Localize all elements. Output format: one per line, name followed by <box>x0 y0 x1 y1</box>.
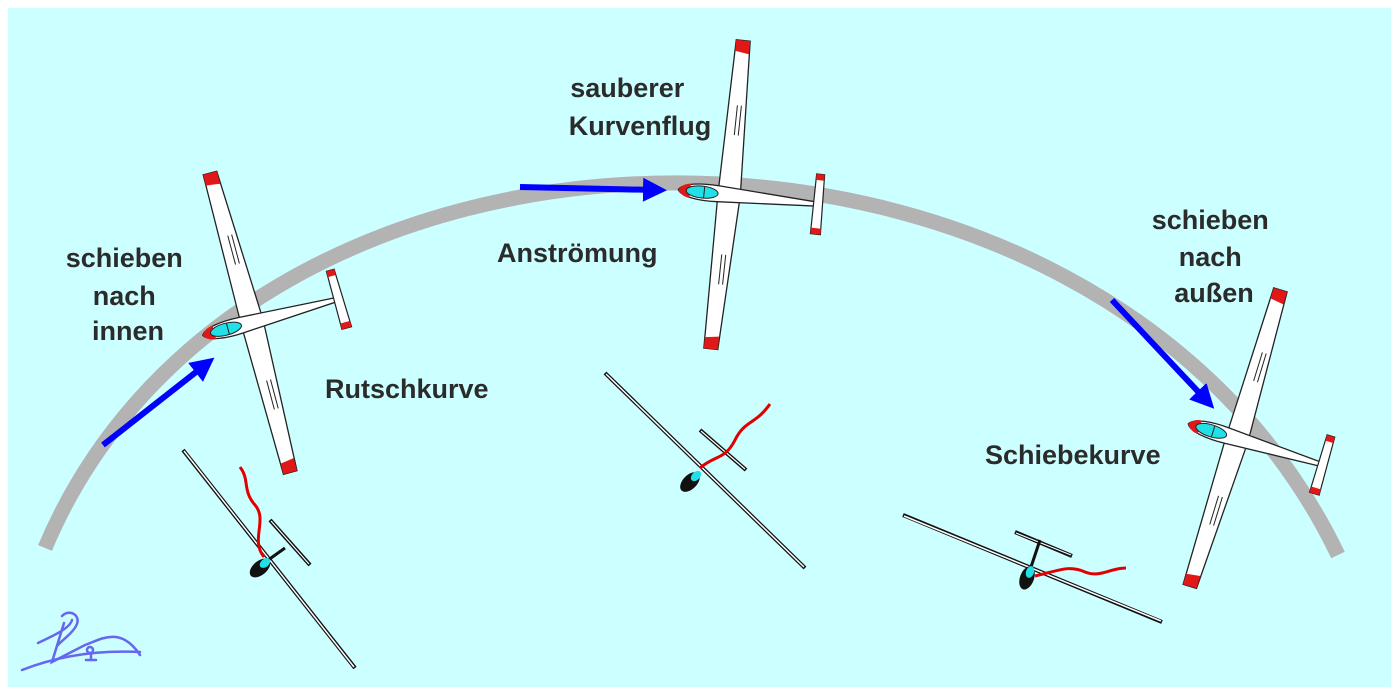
glider-banked-slip-icon <box>181 448 357 670</box>
label-skid-direction: schieben nach außen <box>1152 205 1277 308</box>
flight-path-arc <box>38 175 1345 559</box>
label-slip-direction: schieben nach innen <box>66 243 191 346</box>
signature-logo <box>20 611 142 672</box>
label-slipping-turn: Rutschkurve <box>325 374 489 404</box>
airflow-arrow-right-icon <box>1109 297 1215 409</box>
glider-banked-skid-icon <box>902 513 1163 624</box>
label-coordinated-turn: sauberer Kurvenflug <box>569 73 712 141</box>
airflow-arrow-center-icon <box>519 177 667 202</box>
airflow-arrow-left-icon <box>101 357 215 448</box>
glider-banked-coordinated-icon <box>603 371 807 570</box>
label-skidding-turn: Schiebekurve <box>985 440 1161 470</box>
label-airflow: Anströmung <box>497 238 657 268</box>
